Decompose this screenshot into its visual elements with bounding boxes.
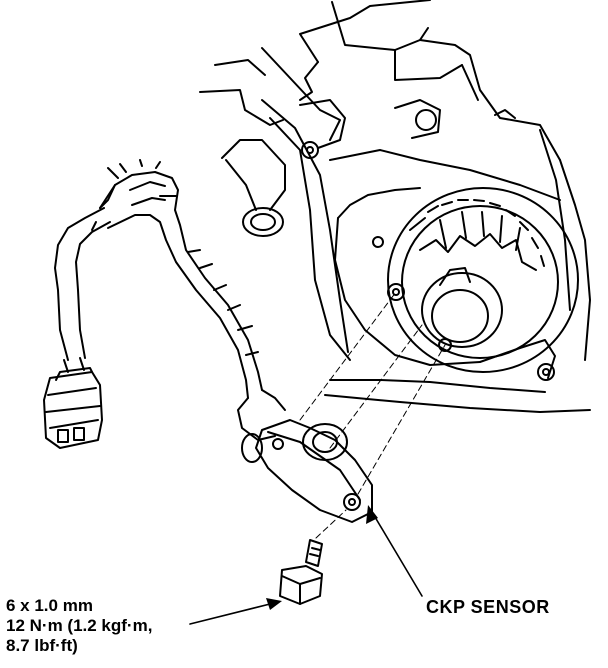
engine-block — [199, 0, 591, 413]
bolt-size-text: 6 x 1.0 mm — [6, 596, 93, 615]
bolt-spec-label: 6 x 1.0 mm 12 N·m (1.2 kgf·m, 8.7 lbf·ft… — [6, 596, 152, 656]
bolt-torque-text-1: 12 N·m (1.2 kgf·m, — [6, 616, 153, 635]
alignment-lines — [299, 291, 446, 539]
arrowhead-sensor — [366, 505, 378, 524]
ckp-sensor-label: CKP SENSOR — [426, 597, 550, 617]
ckp-sensor-body — [255, 419, 373, 523]
wiring-harness — [54, 159, 286, 463]
harness-connector — [43, 357, 103, 449]
bolt-torque-text-2: 8.7 lbf·ft) — [6, 636, 78, 655]
leader-arrows — [189, 511, 423, 625]
crankshaft-pulley — [387, 187, 579, 373]
arrowhead-bolt — [266, 598, 282, 610]
mounting-bolt — [279, 539, 323, 605]
